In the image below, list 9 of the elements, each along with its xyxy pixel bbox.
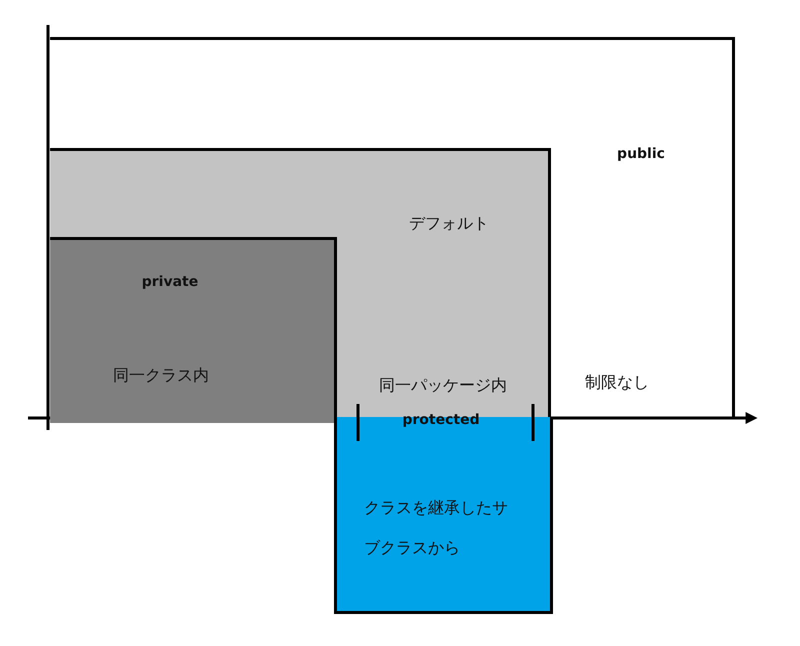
scope-label: public bbox=[617, 146, 665, 162]
scope-description: 制限なし bbox=[585, 372, 649, 394]
private-scope-area bbox=[50, 237, 337, 423]
scope-description: デフォルト bbox=[409, 214, 489, 234]
scope-label: protected bbox=[402, 412, 480, 428]
scope-label: private bbox=[142, 274, 198, 290]
scope-description: 同一クラス内 bbox=[113, 366, 209, 386]
scope-description: クラスを継承したサブクラスから bbox=[364, 497, 509, 559]
scope-description: 同一パッケージ内 bbox=[379, 376, 507, 396]
